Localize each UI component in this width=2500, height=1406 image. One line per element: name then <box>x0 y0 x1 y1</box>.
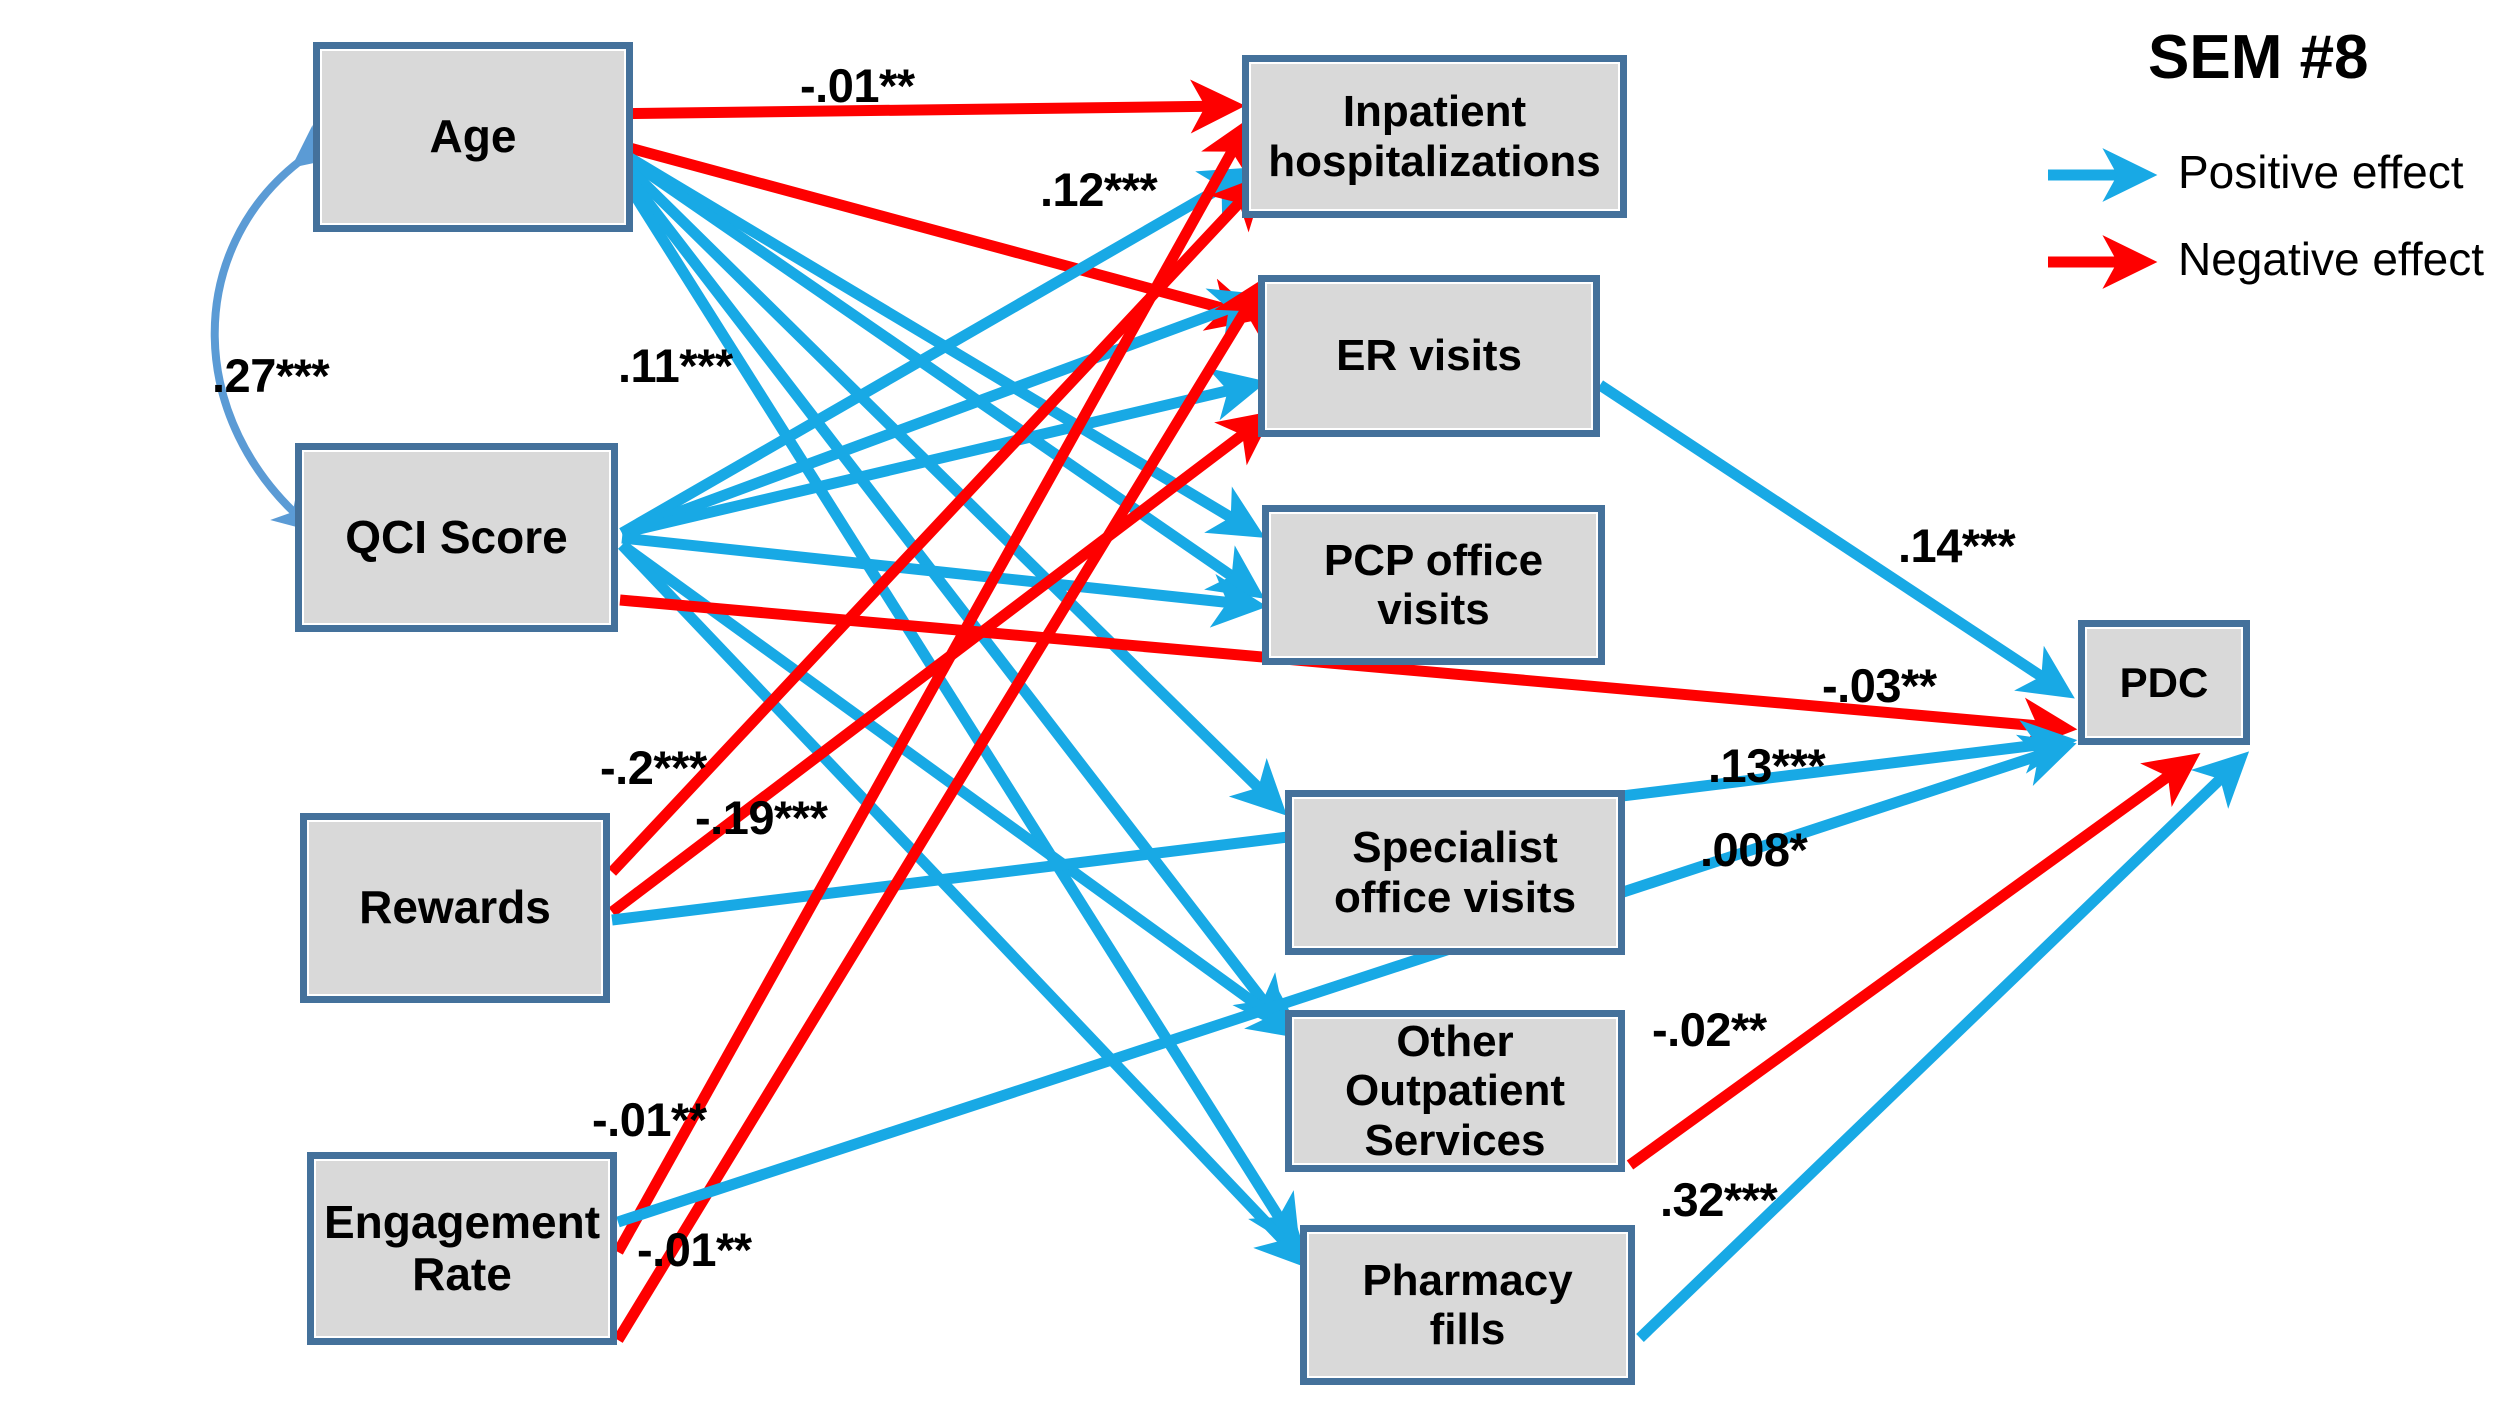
node-er-visits-label: ER visits <box>1336 331 1522 381</box>
node-qci-score-label: QCI Score <box>345 510 568 563</box>
node-other-outpatient-services[interactable]: Other Outpatient Services <box>1285 1010 1625 1172</box>
edge-qci-er-2 <box>620 367 1267 539</box>
node-engagement-rate-label: Engagement Rate <box>323 1195 601 1300</box>
node-inpatient-hospitalizations-label: Inpatient hospitalizations <box>1268 87 1601 186</box>
node-engagement-rate[interactable]: Engagement Rate <box>307 1152 617 1345</box>
node-pcp-office-visits-label: PCP office visits <box>1323 535 1544 634</box>
coef-engagement-pdc: .008* <box>1700 823 1808 876</box>
edge-pharmacy-pdc <box>1636 751 2250 1342</box>
edge-engagement-er <box>613 276 1267 1343</box>
edge-qci-pharmacy <box>618 541 1311 1270</box>
node-age[interactable]: Age <box>313 42 633 232</box>
legend-label-positive: Positive effect <box>2178 146 2464 198</box>
node-rewards-label: Rewards <box>359 881 551 934</box>
edge-age-specialist <box>596 136 1287 816</box>
edges-from-engagement <box>613 116 2077 1343</box>
coef-rewards-inpatient: -.2*** <box>600 741 707 794</box>
edges-to-pdc <box>1596 380 2250 1342</box>
edges-from-age <box>595 79 1301 1252</box>
coef-otherop-pdc: -.02** <box>1652 1003 1767 1056</box>
coef-qci-pdc: -.03** <box>1822 659 1937 712</box>
edge-age-pharmacy <box>595 137 1301 1252</box>
coef-er-pdc: .14*** <box>1898 519 2016 572</box>
edge-engagement-pdc <box>616 734 2077 1228</box>
coef-age-inpatient: -.01** <box>800 59 915 112</box>
node-pcp-office-visits[interactable]: PCP office visits <box>1262 505 1605 665</box>
node-specialist-office-visits-label: Specialist office visits <box>1333 823 1577 922</box>
legend-arrows <box>2048 148 2158 289</box>
node-pdc[interactable]: PDC <box>2078 620 2250 745</box>
coef-rewards-er: -.19*** <box>695 791 828 844</box>
node-pdc-label: PDC <box>2119 658 2209 706</box>
node-specialist-office-visits[interactable]: Specialist office visits <box>1285 790 1625 955</box>
coef-age-pdc: .11*** <box>618 339 733 392</box>
edge-qci-er <box>620 288 1267 539</box>
coef-qci-inpatient: .12*** <box>1040 163 1158 216</box>
edge-qci-pcp <box>621 532 1268 628</box>
node-inpatient-hospitalizations[interactable]: Inpatient hospitalizations <box>1242 55 1627 218</box>
node-other-outpatient-services-label: Other Outpatient Services <box>1345 1017 1565 1165</box>
edge-age-er <box>598 134 1263 331</box>
node-qci-score[interactable]: QCI Score <box>295 443 618 632</box>
page-title: SEM #8 <box>2148 23 2369 92</box>
legend-label-negative: Negative effect <box>2178 233 2485 285</box>
edge-age-inpatient <box>597 79 1246 134</box>
coef-pharmacy-pdc: .32*** <box>1660 1173 1778 1226</box>
coef-engagement-inpatient: -.01** <box>592 1093 707 1146</box>
edge-er-pdc <box>1596 380 2075 699</box>
edge-age-pcp <box>597 135 1266 538</box>
node-pharmacy-fills[interactable]: Pharmacy fills <box>1300 1225 1635 1385</box>
edge-qci-inpatient <box>619 167 1257 538</box>
edge-age-otherop <box>595 136 1288 1033</box>
edge-rewards-er <box>608 410 1275 917</box>
coef-rewards-pdc: .13*** <box>1708 739 1826 792</box>
node-er-visits[interactable]: ER visits <box>1258 275 1600 437</box>
coef-engagement-er: -.01** <box>637 1223 752 1276</box>
node-age-label: Age <box>429 110 517 163</box>
node-pharmacy-fills-label: Pharmacy fills <box>1362 1255 1573 1354</box>
correlation-age-qci <box>210 124 339 533</box>
edge-otherop-pdc <box>1626 752 2201 1170</box>
node-rewards[interactable]: Rewards <box>300 813 610 1003</box>
coef-age-qci-correlation: .27*** <box>212 349 330 402</box>
edge-engagement-inpatient <box>613 116 1252 1255</box>
